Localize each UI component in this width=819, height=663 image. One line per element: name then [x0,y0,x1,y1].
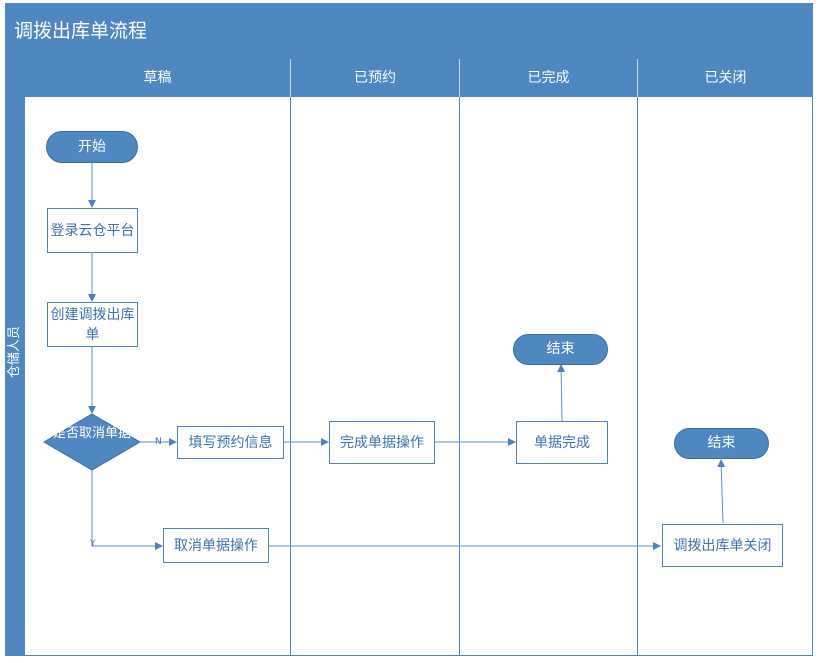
decision-diamond [43,413,141,471]
process-fill-label: 填写预约信息 [188,434,273,451]
edge-decision-to-cancel [91,470,163,550]
lane-header-completed: 已完成 [460,59,638,97]
lane-completed [460,97,638,656]
lane-header-reserved: 已预约 [291,59,460,97]
end-node-completed: 结束 [513,334,608,365]
edge-close-to-end [717,459,726,524]
process-complete-op: 完成单据操作 [329,421,435,464]
role-band [5,59,25,656]
process-login: 登录云仓平台 [47,208,138,253]
process-receipt-done-label: 单据完成 [534,434,590,451]
end-node-closed: 结束 [674,428,769,459]
edge-label-no: N [155,437,162,447]
lane-header-draft: 草稿 [25,59,291,97]
diagram-title: 调拨出库单流程 [5,3,813,59]
process-cancel-op: 取消单据操作 [163,528,269,563]
process-close-label: 调拨出库单关闭 [673,537,772,554]
lane-draft [25,97,291,656]
process-create: 创建调拨出库单 [47,302,138,347]
edge-done-to-end [557,364,566,422]
lane-reserved [291,97,460,656]
process-complete-op-label: 完成单据操作 [340,434,424,451]
decision-label: 是否取消单据 [52,426,131,441]
edge-label-yes: Y [90,539,96,549]
process-close: 调拨出库单关闭 [662,524,783,567]
process-login-label: 登录云仓平台 [50,222,135,239]
lane-header-closed: 已关闭 [638,59,813,97]
process-receipt-done: 单据完成 [516,421,608,464]
process-fill: 填写预约信息 [177,426,284,459]
start-node: 开始 [46,131,138,163]
process-cancel-op-label: 取消单据操作 [174,537,258,554]
process-create-label: 创建调拨出库单 [50,306,135,343]
